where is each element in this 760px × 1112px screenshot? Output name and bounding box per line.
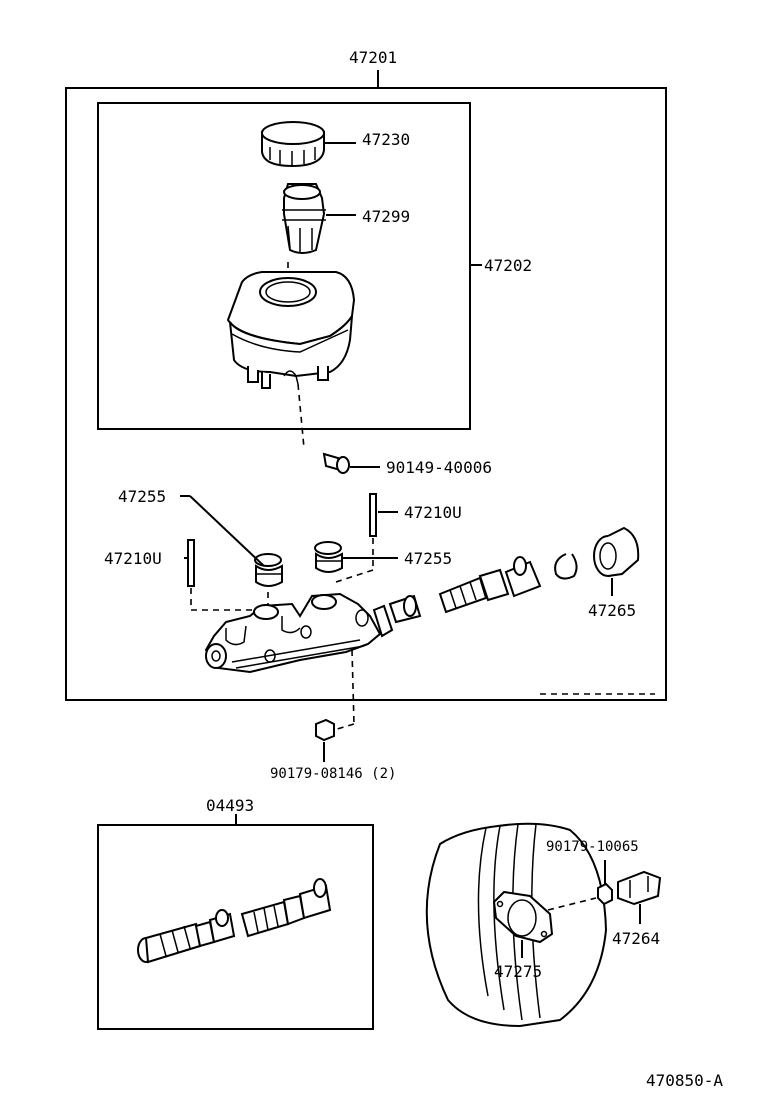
label-90149-40006: 90149-40006	[386, 458, 492, 477]
grommet-left-leader	[189, 495, 265, 567]
reservoir-strainer	[282, 183, 356, 254]
label-04493: 04493	[206, 796, 254, 815]
nut-dash	[351, 649, 355, 725]
master-cylinder-body	[204, 592, 394, 674]
label-47275: 47275	[494, 962, 542, 981]
figure-code: 470850-A	[646, 1071, 723, 1090]
label-47255-left: 47255	[118, 487, 166, 506]
pin-right	[369, 493, 398, 537]
booster-nut	[597, 860, 613, 906]
repair-kit-pistons	[137, 878, 332, 964]
label-47201: 47201	[349, 48, 397, 67]
label-47255-right: 47255	[404, 549, 452, 568]
repair-kit-frame	[97, 814, 374, 1030]
screw-dash	[297, 383, 305, 449]
grommet-right	[314, 541, 398, 573]
piston-assy-main	[388, 556, 542, 624]
label-90179-10065: 90179-10065	[546, 839, 639, 855]
label-47265: 47265	[588, 601, 636, 620]
label-47202: 47202	[484, 256, 532, 275]
pin-left	[184, 539, 195, 587]
reservoir-cap	[261, 121, 356, 168]
nut-dash-h	[333, 723, 355, 731]
brake-booster	[425, 822, 608, 1028]
pin-right-dash-h	[335, 569, 374, 583]
clevis	[617, 870, 662, 924]
grommet-left	[254, 553, 283, 587]
label-47230: 47230	[362, 130, 410, 149]
reservoir-tank	[226, 271, 356, 389]
seal-47265	[593, 526, 640, 596]
label-47210U-right: 47210U	[404, 503, 462, 522]
union-nut	[315, 718, 335, 762]
label-47264: 47264	[612, 929, 660, 948]
reservoir-frame	[97, 102, 482, 430]
label-47299: 47299	[362, 207, 410, 226]
snap-ring	[554, 553, 578, 580]
label-90179-08146: 90179-08146 (2)	[270, 766, 396, 782]
label-47210U-left: 47210U	[104, 549, 162, 568]
reservoir-screw	[322, 452, 380, 474]
master-cylinder-frame	[65, 70, 667, 701]
